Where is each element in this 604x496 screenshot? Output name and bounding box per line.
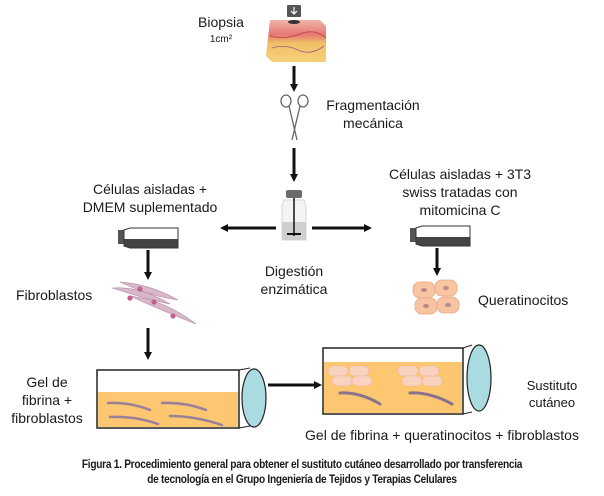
stirred-bottle-icon: [281, 190, 307, 241]
left-branch-label-line1: Células aisladas +: [92, 181, 207, 197]
gel-fibroblasts-label-line3: fibroblastos: [11, 410, 83, 426]
gel-container-icon-right: [322, 344, 492, 415]
gel-fibroblasts-label-line2: fibrina +: [21, 392, 73, 408]
right-branch-label-line1: Células aisladas + 3T3: [388, 166, 532, 182]
final-gel-label: Gel de fibrina + queratinocitos + fibrob…: [305, 427, 579, 443]
digestion-label-line2: enzimática: [260, 281, 328, 297]
biopsy-size-label: 1cm²: [209, 34, 233, 45]
digestion-label-line1: Digestión: [264, 263, 324, 279]
right-branch-label-line3: mitomicina C: [419, 202, 501, 218]
right-branch-label-line2: swiss tratadas con: [402, 184, 518, 200]
culture-flask-icon-right: [410, 225, 471, 247]
skin-substitute-label-line2: cutáneo: [528, 395, 576, 410]
fragmentation-label-line2: mecánica: [343, 115, 403, 131]
figure-caption: Figura 1. Procedimiento general para obt…: [36, 458, 568, 488]
gel-container-icon-left: [96, 367, 267, 429]
scissors-icon: [280, 94, 309, 141]
keratinocyte-cells-icon: [412, 279, 460, 315]
caption-line-2: de tecnología en el Grupo Ingeniería de …: [147, 474, 457, 486]
fragmentation-label-line1: Fragmentación: [326, 97, 420, 113]
caption-line-1: Figura 1. Procedimiento general para obt…: [81, 459, 523, 471]
fibroblast-cells-icon: [111, 281, 197, 325]
left-branch-label-line2: DMEM suplementado: [82, 199, 218, 215]
biopsy-label: Biopsia: [198, 14, 244, 30]
skin-tissue-block-icon: [266, 5, 327, 62]
skin-substitute-label-line1: Sustituto: [526, 378, 578, 393]
fibroblasts-label: Fibroblastos: [16, 287, 93, 303]
keratinocytes-label: Queratinocitos: [478, 292, 569, 308]
culture-flask-icon-left: [118, 227, 179, 249]
gel-fibroblasts-label-line1: Gel de: [26, 374, 68, 390]
